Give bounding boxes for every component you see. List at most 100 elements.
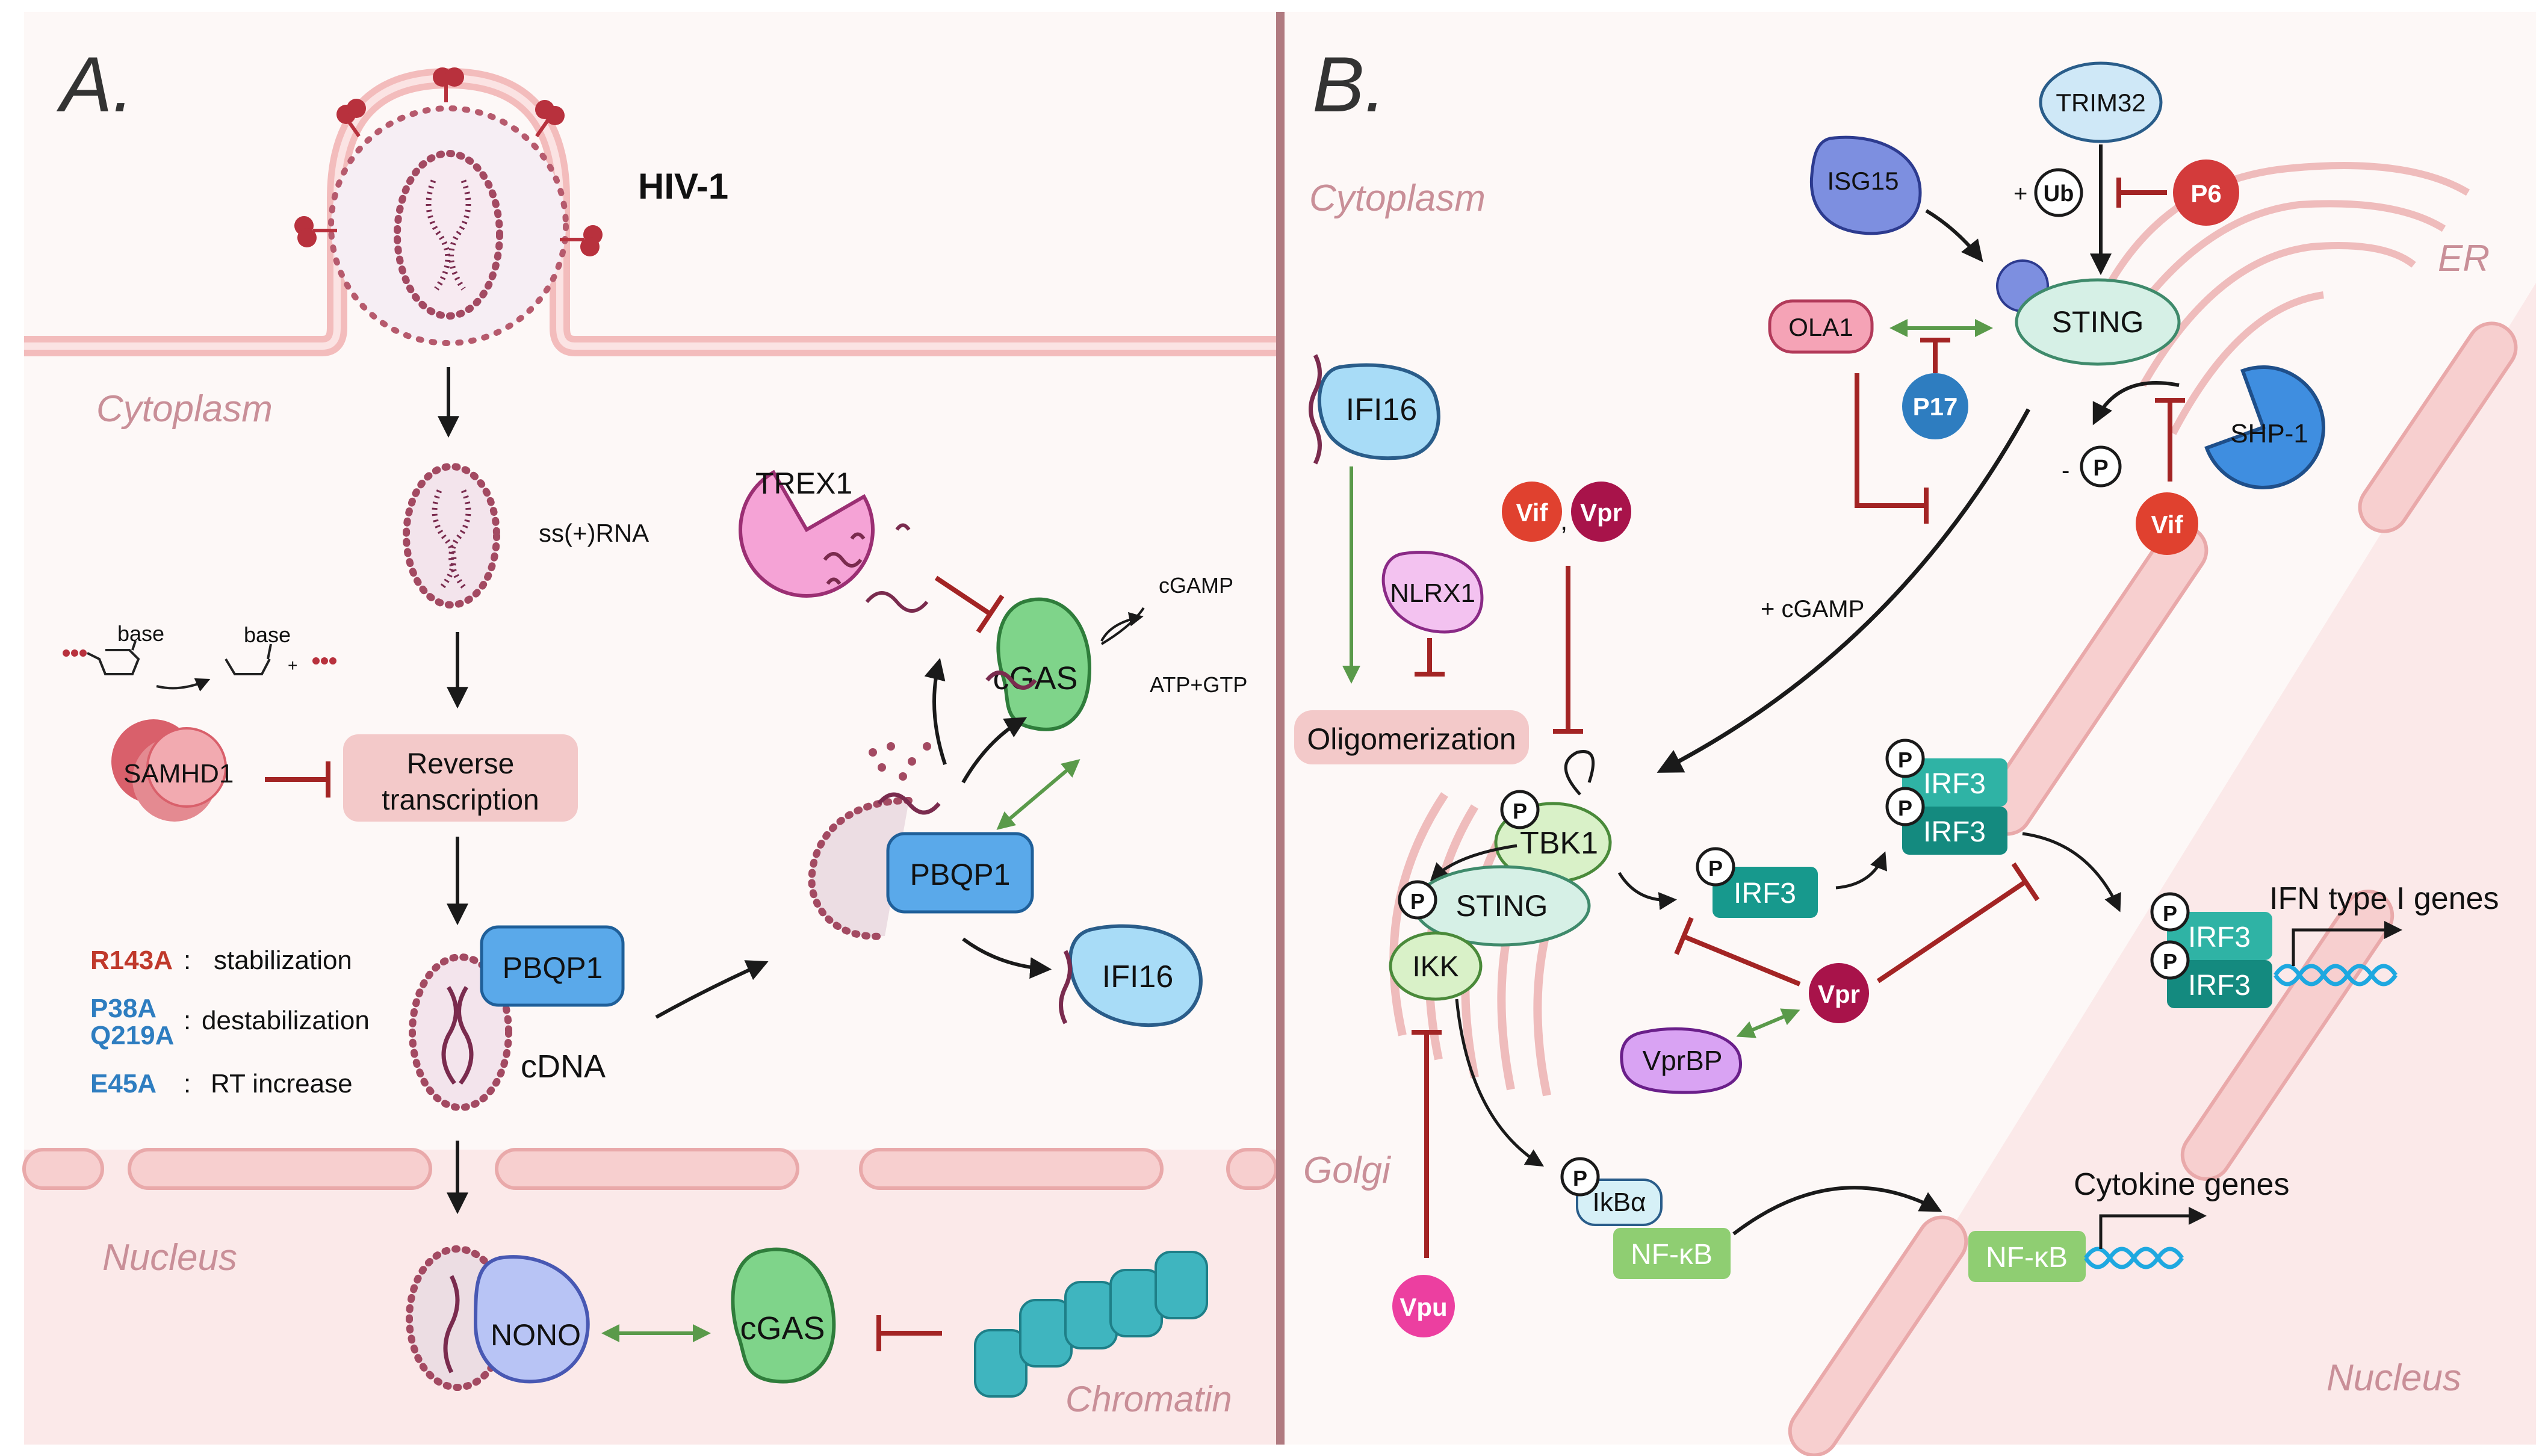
chromatin-label: Chromatin [1065,1379,1232,1419]
ub-label: Ub [2044,181,2074,206]
uncoated-capsid [808,797,913,940]
base-label: base [244,622,291,647]
phospho-label: P [1708,856,1723,881]
inhibition [1920,338,1950,373]
ola1-label: OLA1 [1788,313,1853,341]
nfkb-label: NF-κB [1986,1242,2068,1274]
mutation-sep: : [184,1006,191,1035]
panel-a-nucleus-label: Nucleus [102,1237,237,1278]
arrow [655,960,769,1019]
vif-protein [2136,492,2198,555]
cdna-label: cDNA [521,1049,606,1085]
trex1-protein [739,469,875,598]
rt-line1: Reverse [407,748,515,780]
phospho-label: P [1513,799,1527,823]
phospho-label: P [1898,796,1912,820]
oligomerization-label: Oligomerization [1307,722,1516,756]
panel-a-cytoplasm-label: Cytoplasm [96,388,273,430]
base-label: base [117,621,164,646]
viral-capsid-rna [403,463,500,609]
vif-label: Vif [1516,498,1549,527]
envelope-spike [294,67,603,256]
isg15-label: ISG15 [1827,167,1899,195]
arrow [1564,750,1595,796]
phospho-badge [1885,739,1925,778]
mutation-code: E45A [90,1069,157,1098]
shp1-label: SHP-1 [2230,419,2308,448]
mutation-code: R143A [90,946,173,975]
ifi16-label: IFI16 [1102,959,1174,994]
dna-helix [2274,964,2398,987]
mutation-sep: : [184,946,191,975]
plus-ub: + [2013,181,2027,207]
golgi-label: Golgi [1303,1150,1392,1191]
phospho-label: P [2093,456,2108,481]
nuclear-envelope-segment [859,1148,1164,1190]
arrow [2092,381,2180,426]
transcription-arrow [2292,921,2402,966]
vpu-protein [1392,1275,1455,1337]
samhd1-label: SAMHD1 [123,759,234,788]
nfkb-nuclear-box [1968,1231,2086,1282]
cgas-protein [731,1247,836,1384]
interaction [1736,1008,1800,1038]
mutation-sep: : [184,1069,191,1098]
comma: , [1560,506,1567,536]
phospho-label: P [1573,1166,1587,1191]
ifi16-label: IFI16 [1346,392,1418,427]
inhibition [2155,398,2185,482]
cytokine-genes-label: Cytokine genes [2074,1167,2289,1202]
arrow [1657,408,2031,773]
ifi16-protein [1068,924,1203,1027]
pbqp1-box [480,925,625,1007]
ifi16-protein [1317,363,1440,460]
oligomerization-box [1294,710,1529,764]
panel-divider [1276,12,1285,1445]
inhibition [1876,862,2040,984]
cgamp-label: + cGAMP [1761,596,1864,622]
irf3-dimer-bottom [1902,807,2007,855]
panel-b-letter: B. [1312,40,1386,128]
samhd1-protein: SAMHD1 [111,719,234,822]
panel-a-letter: A. [56,40,134,128]
atp-gtp-label: ATP+GTP [1150,672,1247,697]
dna-helix [2274,964,2398,987]
vif-protein [1502,482,1562,542]
nono-protein [473,1255,590,1384]
trex1-label: TREX1 [755,466,852,500]
irf3-nuclear-top [2167,912,2272,960]
dna-helix [443,1275,460,1374]
irf3-dimer-top [1902,758,2007,807]
arrow [1925,209,1983,262]
nfkb-label: NF-κB [1631,1239,1713,1271]
mutation-effect: stabilization [214,946,352,975]
plus-sign: + [288,656,297,675]
sting-er [2015,278,2181,366]
irf3-label: IRF3 [1923,768,1986,800]
dna-helix [1059,950,1072,1024]
vprbp-label: VprBP [1643,1045,1723,1076]
dna-fragments [823,523,929,613]
arrow [1835,851,1887,890]
panel-b: B. Cytoplasm ER Golgi Nucleus TRIM32 ISG… [1285,12,2536,1456]
er-label: ER [2438,238,2490,279]
irf3-box [1713,867,1818,918]
ola1-box [1768,299,1874,354]
trim32-protein [2039,61,2163,143]
panel-b-cytoplasm-label: Cytoplasm [1309,178,1486,219]
mutation-code: Q219A [90,1021,174,1050]
phospho-label: P [1410,889,1425,914]
vpu-label: Vpu [1400,1293,1447,1321]
phospho-badge [2080,445,2122,488]
cgas-protein [996,597,1092,731]
inhibition [2116,178,2167,208]
inhibition [1412,1030,1442,1258]
pbqp1-box [886,832,1034,914]
p17-protein [1902,373,1968,439]
released-dots [869,742,931,781]
irf3-label: IRF3 [2188,970,2251,1002]
arrow [1617,872,1677,910]
phospho-badge [1696,847,1735,887]
rt-line2: transcription [382,784,539,816]
arrow [962,937,1052,979]
